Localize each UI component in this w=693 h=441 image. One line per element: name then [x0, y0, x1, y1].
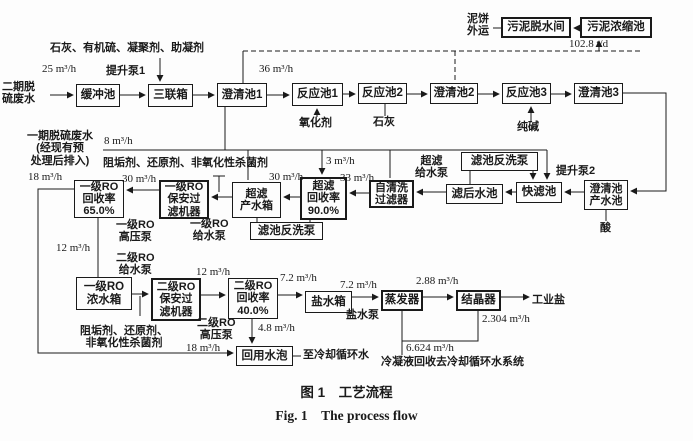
ro1-feed-pump-label: 一级RO 给水泵	[190, 218, 229, 243]
clarifier-3-box: 澄清池3	[574, 83, 623, 104]
rapid-filter-box: 快滤池	[516, 182, 562, 203]
flow-7-2-a-label: 7.2 m³/h	[280, 272, 317, 284]
sludge-dewatering-room-box: 污泥脱水间	[501, 17, 571, 38]
flow-102-8-label: 102.8 t/d	[569, 38, 609, 50]
flow-33-label: 33 m³/h	[340, 172, 375, 184]
flow-12-a-label: 12 m³/h	[56, 242, 91, 254]
brine-pump-label: 盐水泵	[346, 309, 379, 321]
ro2-hp-pump-label: 二级RO 高压泵	[197, 317, 236, 342]
flow-36-label: 36 m³/h	[259, 63, 294, 75]
filtered-water-tank-box: 滤后水池	[446, 184, 503, 204]
phase1-wastewater-label: 一期脱硫废水 (经现有预 处理后排入)	[27, 130, 93, 167]
ro1-concentrate-tank-box: 一级RO 浓水箱	[76, 277, 132, 310]
lift-pump-1-label: 提升泵1	[106, 65, 146, 77]
soda-ash-label: 纯碱	[517, 121, 539, 133]
reuse-water-tank-box: 回用水泡	[236, 346, 293, 366]
flow-2-304-label: 2.304 m³/h	[482, 313, 530, 325]
brine-tank-box: 盐水箱	[305, 291, 352, 313]
ro1-recovery-box: 一级RO 回收率 65.0%	[74, 180, 124, 218]
industrial-salt-label: 工业盐	[532, 294, 565, 306]
ro1-hp-pump-label: 一级RO 高压泵	[116, 219, 155, 244]
mud-cake-out-label: 泥饼 外运	[467, 13, 489, 38]
figure-caption-zh: 图 1 工艺流程	[300, 385, 393, 400]
flow-18-a-label: 18 m³/h	[28, 171, 63, 183]
acid-label: 酸	[600, 222, 611, 234]
uf-product-tank-box: 超滤 产水箱	[232, 182, 281, 218]
flow-3-label: 3 m³/h	[326, 155, 355, 167]
flow-18-b-label: 18 m³/h	[186, 342, 221, 354]
clarifier-1-box: 澄清池1	[217, 83, 267, 107]
flow-30-a-label: 30 m³/h	[122, 173, 157, 185]
flow-30-b-label: 30 m³/h	[269, 171, 304, 183]
flow-12-b-label: 12 m³/h	[196, 266, 231, 278]
condensate-return-label: 冷凝液回收去冷却循环水系统	[381, 356, 524, 368]
ro1-cartridge-filter-box: 一级RO 保安过 滤机器	[159, 180, 209, 219]
ro2-recovery-box: 二级RO 回收率 40.0%	[228, 278, 278, 319]
dosing-chemicals-3-label: 阻垢剂、还原剂、 非氧化性杀菌剂	[80, 325, 168, 350]
reaction-tank-3-box: 反应池3	[502, 83, 551, 104]
flow-6-624-label: 6.624 m³/h	[406, 342, 454, 354]
figure-caption-en: Fig. 1 The process flow	[275, 408, 418, 423]
buffer-tank-box: 缓冲池	[76, 84, 120, 107]
dosing-chemicals-1-label: 石灰、有机硫、凝聚剂、助凝剂	[50, 42, 204, 54]
sludge-thickening-tank-box: 污泥浓缩池	[580, 17, 652, 38]
flow-2-88-label: 2.88 m³/h	[416, 275, 459, 287]
oxidant-label: 氧化剂	[299, 117, 332, 129]
ro2-feed-pump-label: 二级RO 给水泵	[116, 252, 155, 277]
flow-4-8-label: 4.8 m³/h	[258, 322, 295, 334]
self-cleaning-filter-box: 自清洗 过滤器	[369, 180, 414, 208]
reaction-tank-2-box: 反应池2	[358, 83, 407, 104]
clarifier-2-box: 澄清池2	[430, 83, 478, 104]
uf-recovery-box: 超滤 回收率 90.0%	[300, 177, 347, 220]
lift-pump-2-label: 提升泵2	[556, 165, 596, 177]
crystallizer-box: 结晶器	[456, 290, 501, 311]
filter-backwash-pump-lower-box: 滤池反洗泵	[250, 222, 323, 240]
dosing-chemicals-2-label: 阻垢剂、还原剂、非氧化性杀菌剂	[103, 157, 268, 169]
lime-label: 石灰	[373, 116, 395, 128]
phase2-wastewater-label: 二期脱 硫废水	[2, 81, 35, 106]
flow-7-2-b-label: 7.2 m³/h	[340, 279, 377, 291]
reaction-tank-1-box: 反应池1	[292, 83, 343, 106]
to-cooling-water-label: 至冷却循环水	[303, 349, 369, 361]
uf-feed-pump-label: 超滤 给水泵	[415, 155, 448, 180]
flow-25-label: 25 m³/h	[42, 63, 77, 75]
triple-box: 三联箱	[148, 84, 193, 107]
evaporator-box: 蒸发器	[381, 290, 423, 311]
ro2-cartridge-filter-box: 二级RO 保安过 滤机器	[151, 278, 201, 321]
filter-backwash-pump-upper-box: 滤池反洗泵	[461, 152, 538, 171]
flow-8-label: 8 m³/h	[104, 135, 133, 147]
clarifier-product-tank-box: 澄清池 产水池	[584, 180, 628, 210]
